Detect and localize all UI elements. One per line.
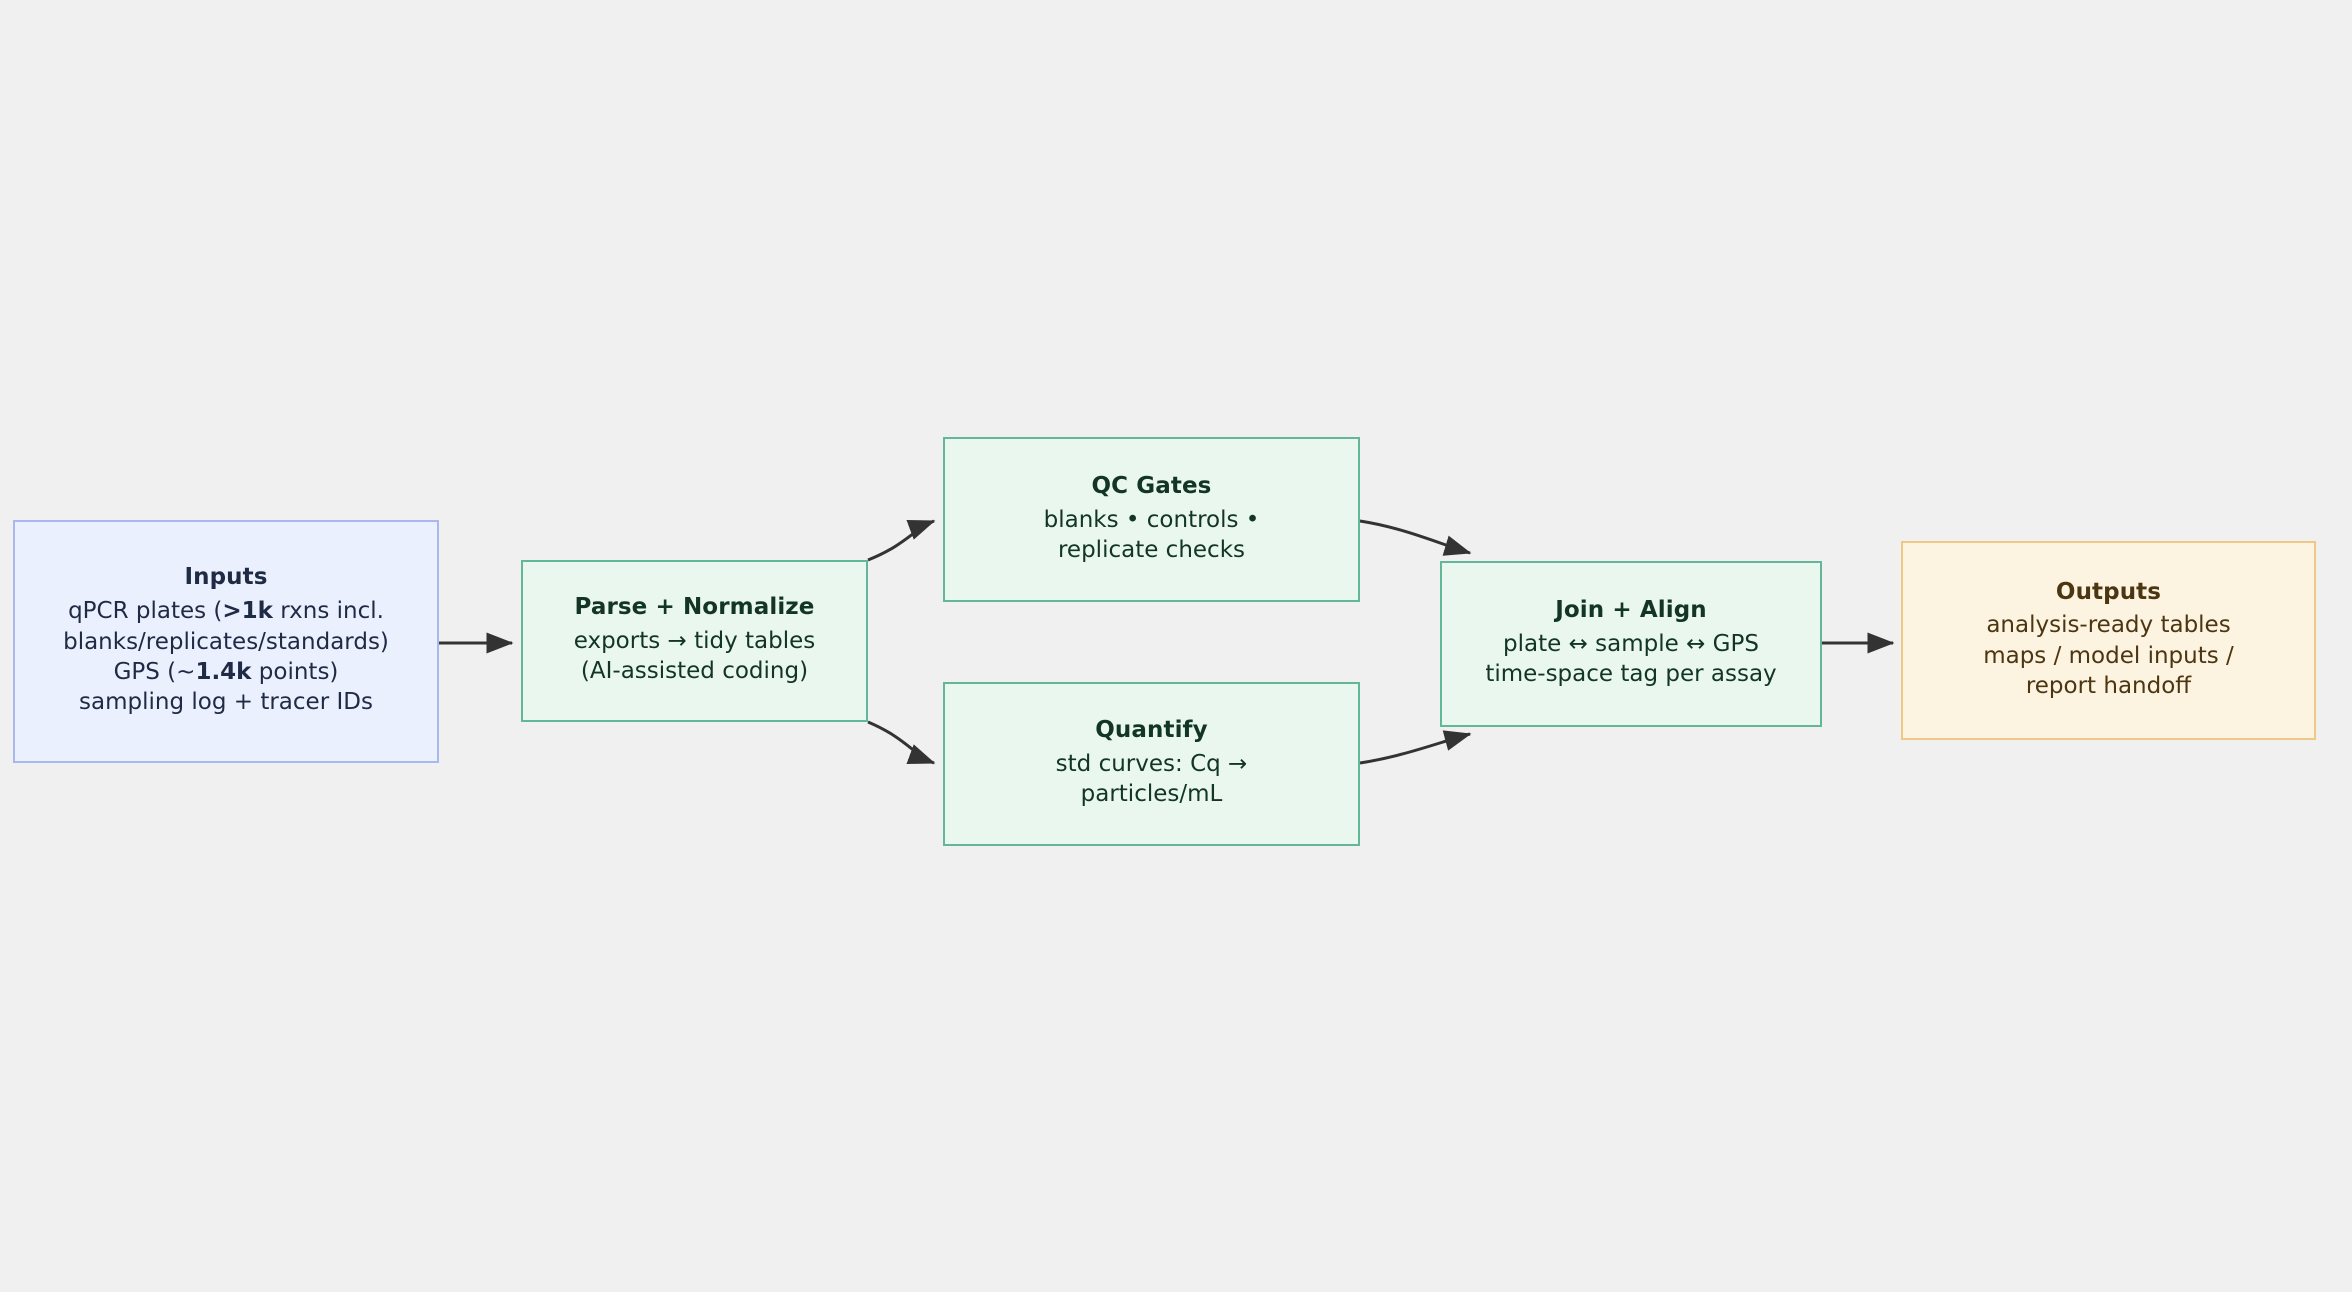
edge-qc-to-join bbox=[1359, 519, 1472, 556]
node-inputs-line-4: sampling log + tracer IDs bbox=[79, 689, 373, 716]
node-parse-line-1: exports → tidy tables bbox=[573, 628, 816, 655]
node-inputs[interactable]: Inputs qPCR plates (>1k rxns incl. blank… bbox=[13, 520, 439, 763]
node-qc-line-2: replicate checks bbox=[1057, 536, 1246, 563]
node-quantify-line-2: particles/mL bbox=[1080, 781, 1223, 808]
node-join-line-1: plate ↔ sample ↔ GPS bbox=[1503, 631, 1759, 658]
node-quantify[interactable]: Quantify std curves: Cq → particles/mL bbox=[943, 682, 1360, 846]
node-outputs-line-2: maps / model inputs / bbox=[1983, 642, 2234, 669]
node-outputs-line-3: report handoff bbox=[2025, 673, 2192, 700]
node-parse-normalize[interactable]: Parse + Normalize exports → tidy tables … bbox=[521, 560, 868, 722]
edge-parse-to-qc bbox=[867, 519, 936, 562]
node-parse-line-2: (AI-assisted coding) bbox=[580, 658, 809, 685]
node-join-align[interactable]: Join + Align plate ↔ sample ↔ GPS time-s… bbox=[1440, 561, 1822, 727]
node-qc-gates[interactable]: QC Gates blanks • controls • replicate c… bbox=[943, 437, 1360, 602]
node-join-line-2: time-space tag per assay bbox=[1485, 661, 1777, 688]
node-outputs[interactable]: Outputs analysis-ready tables maps / mod… bbox=[1901, 541, 2316, 740]
node-qc-title: QC Gates bbox=[1091, 472, 1212, 499]
node-qc-line-1: blanks • controls • bbox=[1043, 506, 1260, 533]
node-parse-title: Parse + Normalize bbox=[574, 594, 815, 621]
node-inputs-line-1: qPCR plates (>1k rxns incl. bbox=[68, 598, 384, 625]
node-inputs-line-3: GPS (~1.4k points) bbox=[113, 658, 339, 685]
node-inputs-line-2: blanks/replicates/standards) bbox=[63, 628, 389, 655]
node-outputs-title: Outputs bbox=[2055, 578, 2162, 605]
node-quantify-line-1: std curves: Cq → bbox=[1055, 751, 1248, 778]
node-outputs-line-1: analysis-ready tables bbox=[1986, 612, 2231, 639]
node-join-title: Join + Align bbox=[1555, 597, 1707, 624]
node-inputs-title: Inputs bbox=[184, 564, 268, 591]
edge-parse-to-quantify bbox=[867, 720, 936, 765]
edge-quantify-to-join bbox=[1359, 730, 1472, 765]
node-quantify-title: Quantify bbox=[1095, 717, 1208, 744]
